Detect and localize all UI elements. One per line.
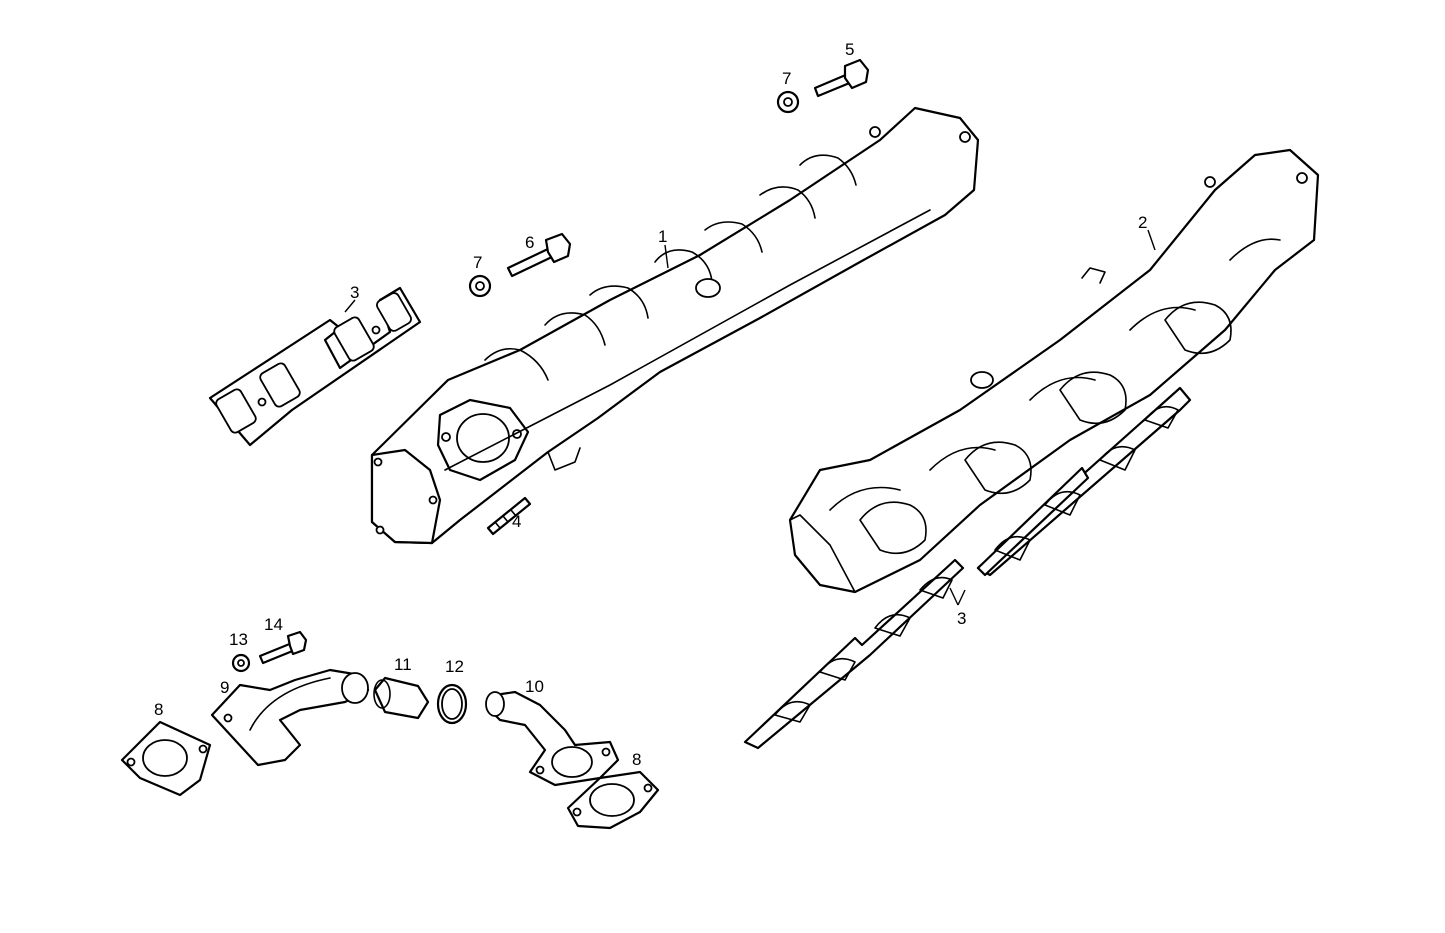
exhaust-manifold-right bbox=[788, 148, 1320, 594]
callout-14: 14 bbox=[264, 615, 283, 634]
callout-7-upper: 7 bbox=[782, 69, 791, 88]
stud-4 bbox=[486, 496, 532, 536]
callout-1: 1 bbox=[658, 227, 667, 246]
callout-3-right: 3 bbox=[957, 609, 966, 628]
washer-7-lower bbox=[468, 274, 492, 298]
exhaust-manifold-left bbox=[370, 106, 980, 545]
manifold-gasket-right-lower bbox=[743, 558, 965, 750]
elbow-pipe-9 bbox=[210, 668, 370, 767]
callout-12: 12 bbox=[445, 657, 464, 676]
callout-4: 4 bbox=[512, 512, 521, 531]
sleeve-11 bbox=[373, 676, 430, 720]
callout-11: 11 bbox=[394, 655, 412, 674]
bolt-6 bbox=[506, 232, 572, 278]
callout-8-right: 8 bbox=[632, 750, 641, 769]
leader-lines bbox=[344, 229, 1156, 606]
elbow-pipe-10 bbox=[485, 690, 620, 787]
washer-7-upper bbox=[776, 90, 800, 114]
bolt-5 bbox=[813, 58, 870, 98]
washer-13 bbox=[231, 653, 251, 673]
callout-6: 6 bbox=[525, 233, 534, 252]
callout-9: 9 bbox=[220, 678, 229, 697]
callout-10: 10 bbox=[525, 677, 544, 696]
callout-7-lower: 7 bbox=[473, 253, 482, 272]
bolt-14 bbox=[258, 630, 308, 665]
manifold-gasket-right-upper bbox=[976, 386, 1192, 577]
flange-gasket-8-right bbox=[566, 770, 660, 830]
manifold-gasket-left bbox=[208, 286, 422, 447]
flange-gasket-8-left bbox=[120, 720, 212, 797]
callout-8-left: 8 bbox=[154, 700, 163, 719]
callout-3-left: 3 bbox=[350, 283, 359, 302]
clamp-ring-12 bbox=[436, 683, 468, 725]
callout-5: 5 bbox=[845, 40, 854, 59]
callout-13: 13 bbox=[229, 630, 248, 649]
callout-2: 2 bbox=[1138, 213, 1147, 232]
